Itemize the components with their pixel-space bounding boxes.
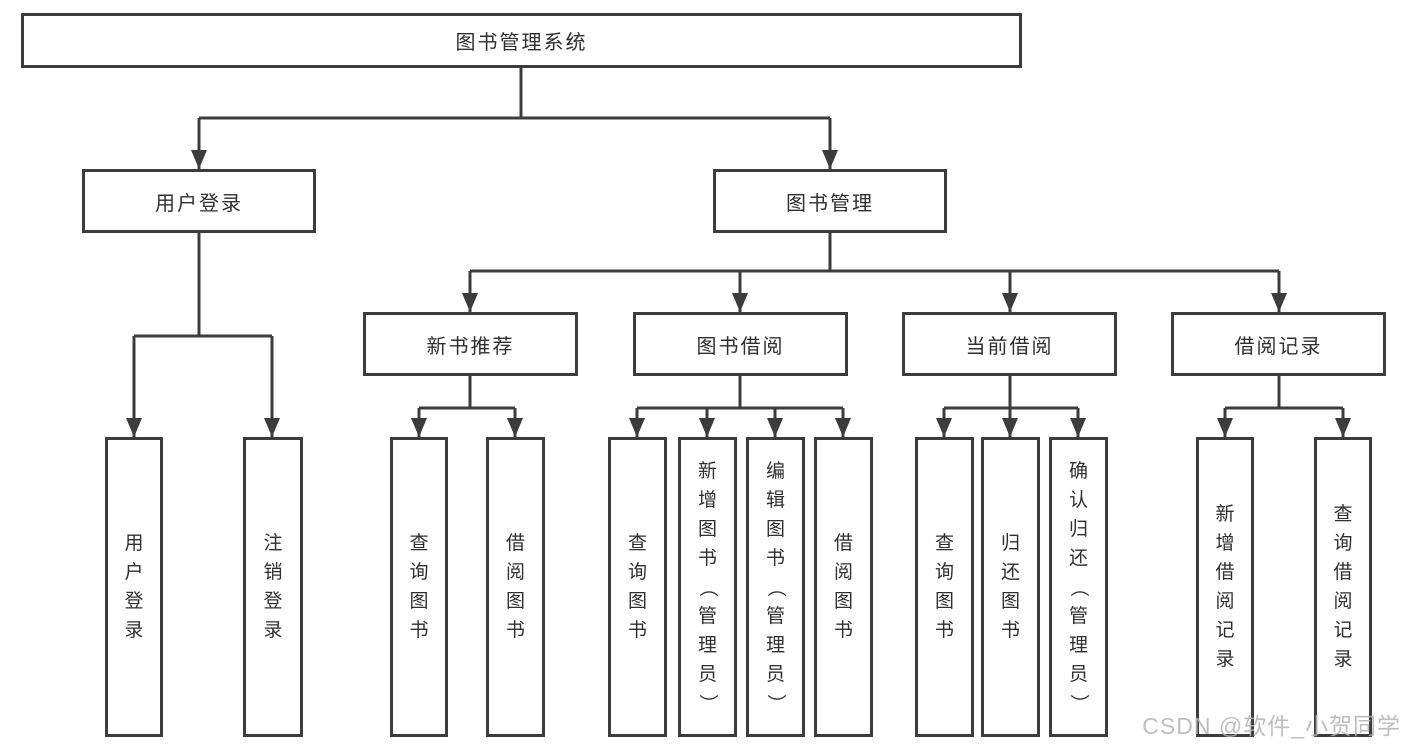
leaf-query-books-1: 查询图书 — [390, 437, 448, 737]
leaf-edit-book-admin: 编辑图书（管理员） — [746, 437, 805, 737]
leaf-query-books-2: 查询图书 — [608, 437, 667, 737]
leaf-logout: 注销登录 — [243, 437, 303, 737]
node-current-borrowing: 当前借阅 — [902, 312, 1117, 376]
node-borrowing-records: 借阅记录 — [1171, 312, 1386, 376]
csdn-watermark: CSDN @软件_小贺同学 — [1142, 713, 1401, 739]
connector-book-management-split — [470, 233, 1279, 273]
leaf-borrow-books-2: 借阅图书 — [814, 437, 873, 737]
node-book-management: 图书管理 — [713, 169, 947, 233]
connector-current-borrowing-split — [944, 376, 1078, 410]
node-new-book-recommend: 新书推荐 — [363, 312, 578, 376]
connector-new-book-recommend-split — [419, 376, 515, 410]
connector-borrowing-records-split — [1225, 376, 1343, 410]
leaf-query-books-3: 查询图书 — [915, 437, 974, 737]
connector-root-split — [199, 68, 830, 120]
leaf-user-login: 用户登录 — [105, 437, 163, 737]
node-user-login: 用户登录 — [82, 169, 316, 233]
leaf-borrow-books-1: 借阅图书 — [486, 437, 545, 737]
leaf-return-book: 归还图书 — [981, 437, 1040, 737]
leaf-add-book-admin: 新增图书（管理员） — [678, 437, 737, 737]
node-library-system: 图书管理系统 — [21, 13, 1022, 68]
connector-user-login-split — [134, 233, 272, 338]
leaf-confirm-return-admin: 确认归还（管理员） — [1049, 437, 1108, 737]
node-book-borrowing: 图书借阅 — [633, 312, 848, 376]
connector-book-borrowing-split — [637, 376, 843, 410]
leaf-query-borrow-record: 查询借阅记录 — [1314, 437, 1372, 737]
leaf-add-borrow-record: 新增借阅记录 — [1196, 437, 1254, 737]
